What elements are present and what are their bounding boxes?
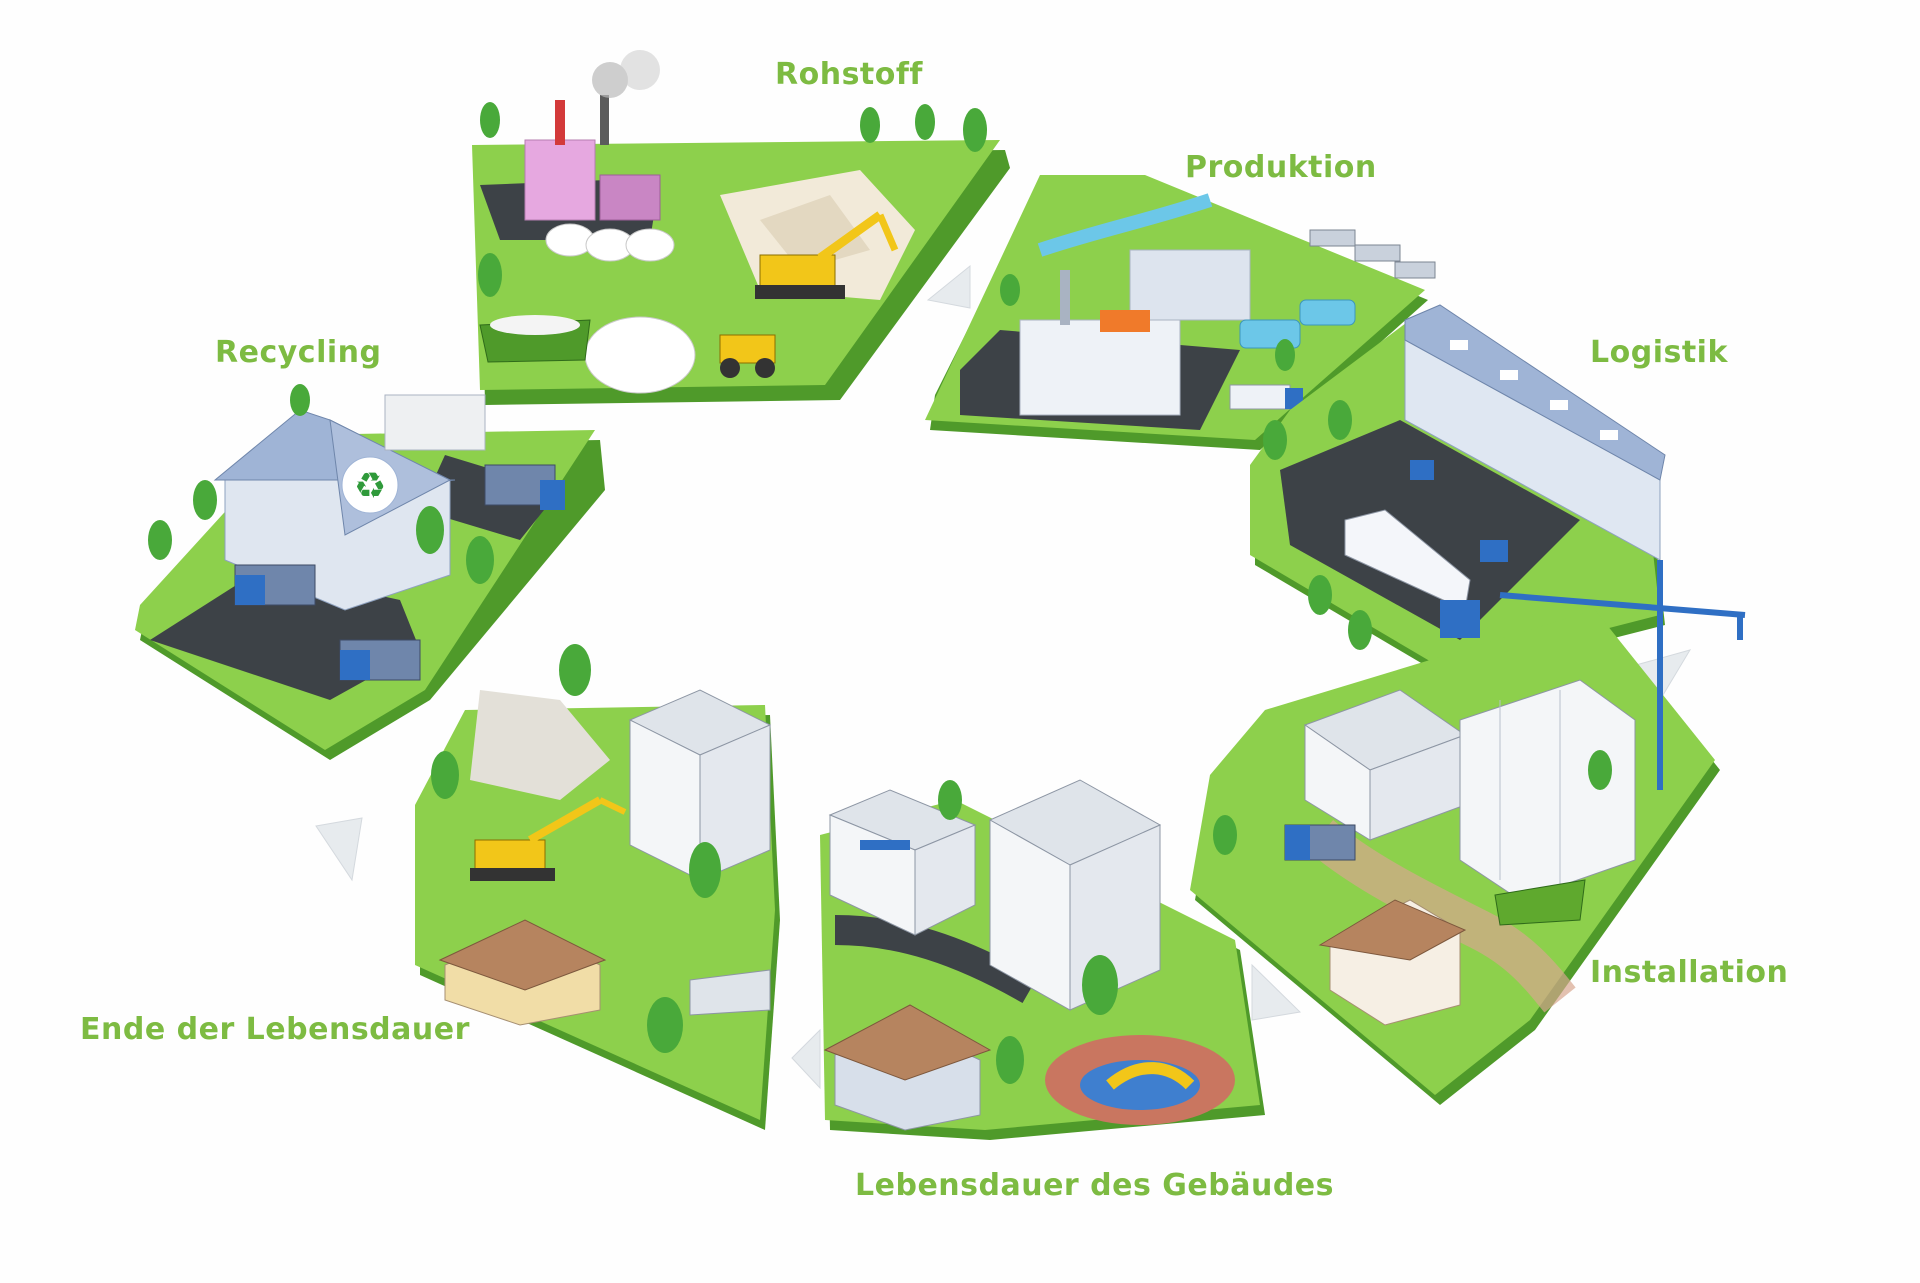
truck (234, 564, 316, 606)
label-logistik: Logistik (1590, 335, 1728, 370)
arrow-rohstoff-produktion (926, 264, 971, 309)
container (689, 969, 771, 1016)
label-produktion: Produktion (1185, 150, 1377, 185)
truck (484, 464, 565, 510)
demolition-excavator (470, 796, 627, 881)
platform-lebensdauer (820, 779, 1265, 1140)
semi-truck (1344, 509, 1480, 638)
truck (1284, 824, 1356, 861)
platform-rohstoff (472, 50, 1010, 405)
recycle-icon: ♻ (354, 466, 386, 507)
tower-crane (1499, 560, 1746, 790)
arrow-ende-recycling (315, 817, 363, 882)
platform-installation (1190, 560, 1746, 1105)
platform-recycling: ♻ (135, 384, 605, 760)
warehouse (1404, 304, 1666, 561)
house (823, 1004, 992, 1131)
label-lebensdauer: Lebensdauer des Gebäudes (855, 1168, 1335, 1203)
truck (1229, 384, 1303, 410)
wheel-loader (719, 334, 776, 378)
playground (1045, 1035, 1235, 1125)
factory-building (1019, 319, 1181, 416)
forklift (1410, 460, 1508, 562)
truck (339, 639, 421, 681)
label-recycling: Recycling (215, 335, 382, 370)
platform-ende (415, 644, 780, 1130)
house (1318, 899, 1467, 1026)
platform-logistik (1250, 304, 1666, 680)
factory-building (524, 139, 596, 221)
dumpster (479, 315, 591, 363)
office-building (828, 789, 977, 936)
platform-produktion (925, 175, 1436, 450)
arrow-installation-lebensdauer (1251, 963, 1302, 1021)
label-rohstoff: Rohstoff (775, 57, 923, 92)
train (1309, 229, 1436, 279)
house (438, 919, 607, 1026)
dumpster (1494, 879, 1586, 926)
apartment-building (988, 779, 1162, 1011)
apartment-building (628, 689, 772, 881)
label-ende: Ende der Lebensdauer (80, 1012, 470, 1047)
arrow-lebensdauer-ende (791, 1028, 821, 1090)
apartment-building (1303, 689, 1467, 841)
label-installation: Installation (1590, 955, 1789, 990)
excavator (755, 211, 899, 299)
building-under-construction (1459, 679, 1636, 901)
recycling-hall: ♻ (213, 409, 456, 611)
